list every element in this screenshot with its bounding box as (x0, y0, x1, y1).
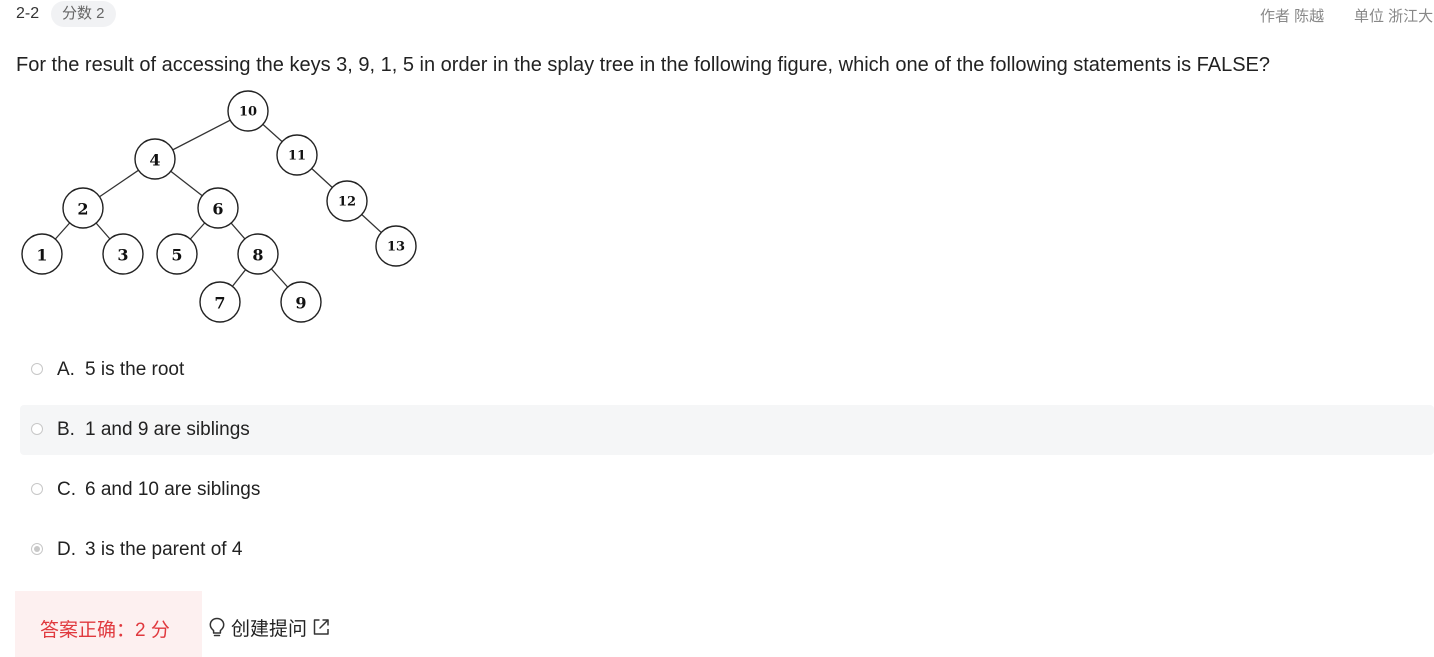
tree-node: 10 (227, 90, 269, 132)
question-stem: For the result of accessing the keys 3, … (16, 54, 1271, 76)
tree-node-label: 4 (149, 151, 160, 170)
tree-node-label: 9 (295, 294, 306, 313)
tree-node: 7 (199, 281, 241, 323)
tree-node: 5 (156, 233, 198, 275)
tree-node-label: 12 (338, 195, 356, 210)
option-b[interactable]: B. 1 and 9 are siblings (20, 405, 1434, 455)
answer-result-box: 答案正确：2 分 (15, 591, 202, 657)
tree-node-label: 11 (288, 149, 306, 164)
create-question-button[interactable]: 创建提问 (207, 614, 331, 640)
option-d-radio[interactable] (31, 543, 43, 555)
tree-node-label: 5 (171, 246, 182, 265)
option-letter: B. (57, 419, 75, 440)
tree-node: 11 (276, 134, 318, 176)
tree-node: 2 (62, 187, 104, 229)
tree-node: 4 (134, 138, 176, 180)
splay-tree-figure: 10 4 11 2 6 12 1 3 (21, 90, 417, 323)
question-number: 2-2 (16, 5, 40, 22)
question-header: 2-2 分数 2 作者 陈越 单位 浙江大 (0, 0, 1434, 30)
tree-node-label: 3 (117, 246, 128, 265)
option-letter: D. (57, 539, 76, 560)
option-a-radio[interactable] (31, 363, 43, 375)
tree-node: 9 (280, 281, 322, 323)
option-b-radio[interactable] (31, 423, 43, 435)
tree-node-label: 8 (252, 246, 263, 265)
option-text: 5 is the root (85, 359, 185, 380)
option-letter: A. (57, 359, 75, 380)
tree-node-label: 6 (212, 200, 223, 219)
author-label: 作者 陈越 (1260, 8, 1325, 25)
option-text: 3 is the parent of 4 (85, 539, 243, 560)
option-letter: C. (57, 479, 76, 500)
tree-node: 8 (237, 233, 279, 275)
tree-node-label: 13 (387, 240, 405, 255)
answer-result-text: 答案正确：2 分 (40, 620, 170, 641)
score-badge: 分数 2 (51, 1, 116, 27)
tree-node-label: 10 (239, 105, 257, 120)
option-d[interactable]: D. 3 is the parent of 4 (20, 525, 1434, 575)
external-link-icon (311, 617, 331, 637)
option-text: 6 and 10 are siblings (85, 479, 261, 500)
tree-node: 12 (326, 180, 368, 222)
option-c-radio[interactable] (31, 483, 43, 495)
tree-node: 13 (375, 225, 417, 267)
option-text: 1 and 9 are siblings (85, 419, 250, 440)
tree-node-label: 7 (214, 294, 225, 313)
tree-node: 1 (21, 233, 63, 275)
tree-node-label: 2 (77, 200, 88, 219)
unit-label: 单位 浙江大 (1354, 8, 1434, 25)
tree-node-label: 1 (36, 246, 47, 265)
tree-node: 6 (197, 187, 239, 229)
option-c[interactable]: C. 6 and 10 are siblings (20, 465, 1434, 515)
option-a[interactable]: A. 5 is the root (20, 345, 1434, 395)
create-question-label: 创建提问 (231, 618, 308, 640)
lightbulb-icon (207, 616, 227, 638)
tree-node: 3 (102, 233, 144, 275)
